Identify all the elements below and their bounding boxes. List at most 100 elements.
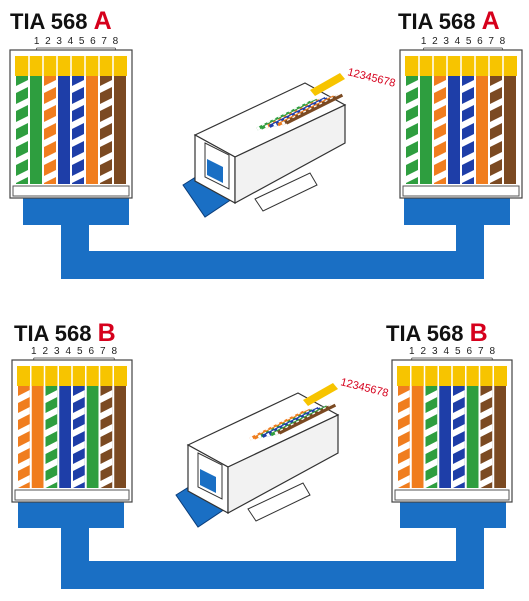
pin-number: 3 [432,346,438,357]
wire-stripe [425,475,438,488]
wire-blue-white [453,386,465,488]
bottom-right-title: TIA 568 B [386,319,488,347]
wire-stripe [100,424,113,437]
wire-stripe [44,170,56,183]
plug-568b: 12345678 [175,376,390,528]
wire-stripe [462,80,474,93]
wire-green-white [45,386,58,488]
wire-stripe [425,424,438,437]
wire-stripe [44,116,56,129]
wire-orange [476,76,488,184]
wire-orange-white [398,386,410,488]
plug-pin-label: 12345678 [339,376,389,399]
wire-stripe [406,170,418,183]
connector-latch-bar [394,489,510,501]
pin-number: 8 [500,36,506,47]
wire-stripe [16,80,28,93]
wire-green [86,386,99,488]
cable-568b [61,520,484,589]
plug-side [227,414,339,515]
wire-blue-white [73,386,85,488]
wire-stripe [73,424,85,437]
wire-stripe [16,98,28,111]
pin-number: 8 [113,36,119,47]
wire-stripe [462,134,474,147]
wire-stripe [100,475,113,488]
wire-stripe [462,152,474,165]
wire-stripe [434,116,446,129]
connector-right-568a [399,49,523,199]
wire-green [420,76,432,184]
connector-right-568b [391,359,513,503]
wire-stripe [490,98,502,111]
title-prefix: TIA 568 [14,321,92,346]
wire-stripe [16,170,28,183]
wire-stripe [72,134,84,147]
wire-stripe [100,116,112,129]
wire-stripe [44,152,56,165]
pin-number: 2 [42,346,48,357]
wire-stripe [72,80,84,93]
bottom-left-title: TIA 568 B [14,321,116,346]
wire-stripe [100,458,113,471]
pin-number: 5 [466,36,472,47]
wire-stripe [398,458,410,471]
cable-568a [61,220,484,279]
wire-stripe [490,134,502,147]
wire-stripe [434,152,446,165]
wire-stripe [453,475,465,488]
wire-stripe [100,152,112,165]
wire-stripe [490,116,502,129]
pin-number: 3 [54,346,60,357]
standard-letter: A [93,7,112,35]
pin-number: 5 [455,346,461,357]
wire-blue-white [462,76,474,184]
plug-latch [247,482,311,522]
wire-stripe [100,441,113,454]
wire-brown [494,386,506,488]
wire-stripe [100,98,112,111]
wire-stripe [100,170,112,183]
wire-stripe [72,152,84,165]
pin-number: 6 [466,346,472,357]
pin-number: 6 [477,36,483,47]
wire-stripe [406,98,418,111]
wire-brown-white [480,386,493,488]
wire-stripe [44,98,56,111]
wire-stripe [44,80,56,93]
connector-latch-bar [402,185,520,197]
wire-stripe [100,407,113,420]
wire-stripe [425,390,438,403]
wire-brown [504,76,516,184]
connector-left-568b [11,359,133,503]
wire-green-white [425,386,438,488]
title-prefix: TIA 568 [386,321,464,346]
pin-number: 1 [421,36,427,47]
wire-stripe [100,80,112,93]
wire-stripe [434,134,446,147]
wire-stripe [462,170,474,183]
jacket-right-568a [404,195,510,225]
standard-letter: A [481,7,500,35]
wire-stripe [398,424,410,437]
pin-number: 4 [455,36,461,47]
pin-number: 7 [478,346,484,357]
pin-number: 7 [101,36,107,47]
pin-number: 7 [488,36,494,47]
wire-stripe [406,80,418,93]
pin-number: 4 [68,36,74,47]
wire-green [30,76,42,184]
wire-brown [114,386,126,488]
wire-orange [31,386,44,488]
wire-stripe [434,80,446,93]
wire-green-white [406,76,418,184]
wire-stripe [72,116,84,129]
wire-stripe [480,458,493,471]
wire-orange-white [434,76,446,184]
pin-number: 8 [489,346,495,357]
standard-letter: B [469,319,488,347]
pin-number: 8 [111,346,117,357]
